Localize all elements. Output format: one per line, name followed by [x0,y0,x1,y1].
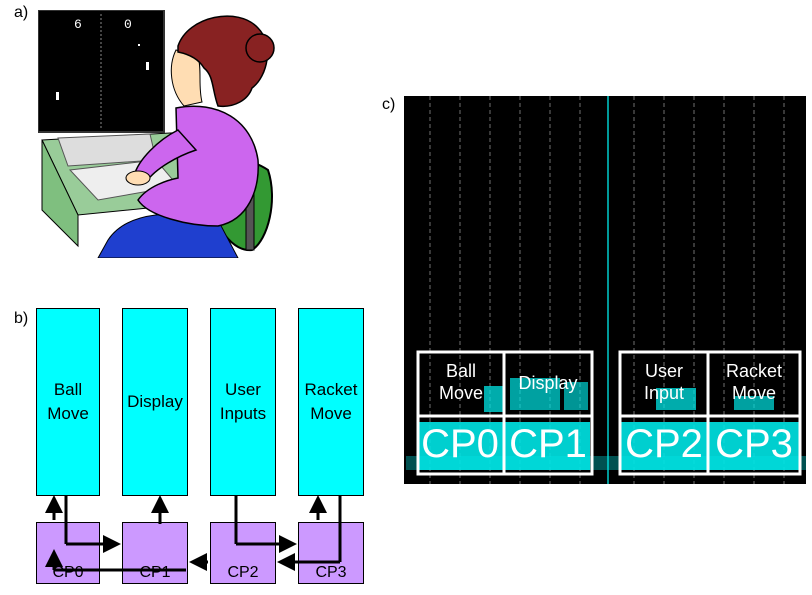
hair-bun [245,33,275,63]
player-clipart: 6 0 [37,9,275,259]
region-label-cp3: CP3 [715,422,793,466]
processor-label-cp0: CP0 [52,564,84,581]
hair [177,15,269,108]
region-label-cp0: CP0 [421,422,499,466]
sweater [137,105,259,227]
fpga-layout-graphic [406,96,806,484]
panel-b-label: b) [14,310,29,327]
processor-box-cp0: CP0 [36,522,100,584]
task-box-racket-move: Racket Move [298,308,364,496]
pong-score-right: 0 [124,17,132,32]
routing-columns [429,96,785,484]
panel-c-label: c) [382,96,396,113]
processor-label-cp1: CP1 [139,564,171,581]
pong-ball [138,44,140,46]
region-label-cp2: CP2 [625,422,703,466]
pong-player-illustration: 6 0 [37,9,278,259]
processor-box-cp3: CP3 [298,522,364,584]
processor-label-cp2: CP2 [227,564,259,581]
pong-right-paddle [146,62,149,70]
processor-label-cp3: CP3 [315,564,347,581]
fpga-layout-view: Ball Move Display User Input Racket Move… [404,96,806,484]
task-box-ball-move: Ball Move [36,308,100,496]
region-label-display: Display [518,373,578,393]
panel-a-label: a) [14,4,29,21]
desk-side [41,139,79,248]
task-box-user-inputs: User Inputs [210,308,276,496]
pong-left-paddle [56,92,59,100]
hand [125,170,151,186]
pong-score-left: 6 [74,17,82,32]
region-label-user-input: User Input [643,361,685,403]
face [170,49,203,107]
processor-box-cp2: CP2 [210,522,276,584]
task-box-display: Display [122,308,188,496]
processor-box-cp1: CP1 [122,522,188,584]
region-label-ball-move: Ball Move [438,361,483,403]
region-label-cp1: CP1 [509,422,587,466]
region-label-racket-move: Racket Move [725,361,783,403]
region-outlines [416,350,802,476]
